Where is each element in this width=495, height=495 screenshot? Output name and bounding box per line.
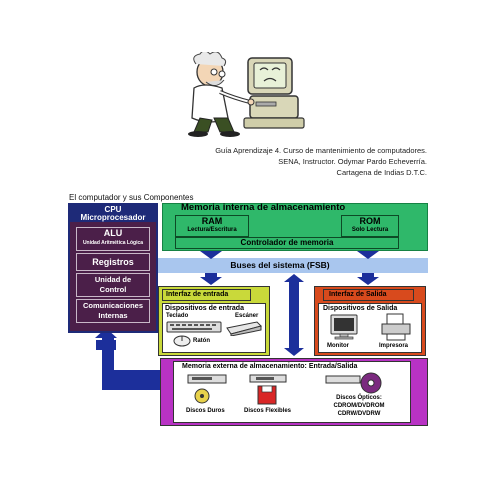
monitor-icon [330, 314, 358, 340]
optical-disc-icon [325, 372, 382, 394]
control-unit-label: Unidad de Control [94, 275, 132, 294]
printer-label: Impresora [379, 343, 409, 349]
technician-repairing-computer-icon [188, 52, 305, 137]
input-devices-label: Dispositivos de entrada [165, 305, 244, 312]
credit-line-1: Guía Aprendizaje 4. Curso de mantenimien… [215, 146, 427, 155]
alu-label: ALU [103, 228, 123, 238]
credit-line-3: Cartagena de Indias D.T.C. [336, 168, 427, 177]
ram-box: RAM Lectura/Escritura [175, 215, 249, 237]
control-unit-box: Unidad de Control [76, 273, 150, 297]
optical-disc-label-3: CDRW/DVDRW [337, 411, 381, 417]
input-devices-box: Dispositivos de entrada Teclado Escáner … [162, 303, 266, 353]
cpu-block: CPU Microprocesador ALU Unidad Aritmétic… [68, 203, 158, 333]
hard-disk-icon [187, 374, 227, 404]
credit-line-2: SENA, Instructor. Odymar Pardo Echeverrí… [278, 157, 427, 166]
printer-icon [381, 313, 411, 341]
registros-box: Registros [76, 253, 150, 271]
floppy-disk-icon [249, 374, 287, 405]
mouse-label: Ratón [193, 338, 210, 344]
keyboard-icon [166, 321, 222, 333]
internal-memory-block: Memoria interna de almacenamiento RAM Le… [162, 202, 428, 251]
ram-label: RAM [201, 216, 223, 226]
input-interface-block: Interfaz de entrada Dispositivos de entr… [158, 286, 270, 356]
registros-label: Registros [92, 257, 134, 267]
scanner-icon [226, 321, 262, 336]
cpu-title: CPU [70, 205, 156, 214]
internal-comms-box: Comunicaciones Internas [76, 299, 150, 323]
external-memory-title: Memoria externa de almacenamiento: Entra… [182, 363, 358, 370]
system-bus-label: Buses del sistema (FSB) [230, 260, 330, 270]
internal-comms-label: Comunicaciones Internas [82, 301, 143, 320]
external-memory-block: Memoria externa de almacenamiento: Entra… [160, 358, 428, 426]
rom-label: ROM [359, 216, 381, 226]
optical-disc-label-2: CDROM/DVDROM [333, 403, 385, 409]
monitor-label: Monitor [327, 343, 349, 349]
scanner-label: Escáner [235, 313, 259, 319]
ram-sublabel: Lectura/Escritura [187, 227, 237, 233]
output-interface-block: Interfaz de Salida Dispositivos de Salid… [314, 286, 426, 356]
alu-box: ALU Unidad Aritmética Lógica [76, 227, 150, 251]
external-memory-inner: Memoria externa de almacenamiento: Entra… [173, 361, 411, 423]
floppy-disk-label: Discos Flexibles [244, 408, 292, 414]
rom-sublabel: Solo Lectura [351, 227, 389, 233]
output-interface-title: Interfaz de Salida [323, 289, 414, 301]
keyboard-label: Teclado [166, 313, 189, 319]
mouse-icon [173, 335, 191, 347]
input-interface-title: Interfaz de entrada [162, 289, 251, 301]
output-devices-box: Dispositivos de Salida Monitor Impresora [318, 303, 422, 353]
output-devices-label: Dispositivos de Salida [323, 305, 398, 312]
diagram-title: El computador y sus Componentes [69, 193, 194, 202]
alu-sublabel: Unidad Aritmética Lógica [82, 240, 144, 246]
rom-box: ROM Solo Lectura [341, 215, 399, 237]
hard-disk-label: Discos Duros [186, 408, 225, 414]
memory-controller-box: Controlador de memoria [175, 237, 399, 249]
optical-disc-label-1: Discos Ópticos: [336, 395, 382, 401]
internal-memory-title: Memoria interna de almacenamiento [181, 202, 346, 213]
cpu-subtitle: Microprocesador [70, 213, 156, 222]
